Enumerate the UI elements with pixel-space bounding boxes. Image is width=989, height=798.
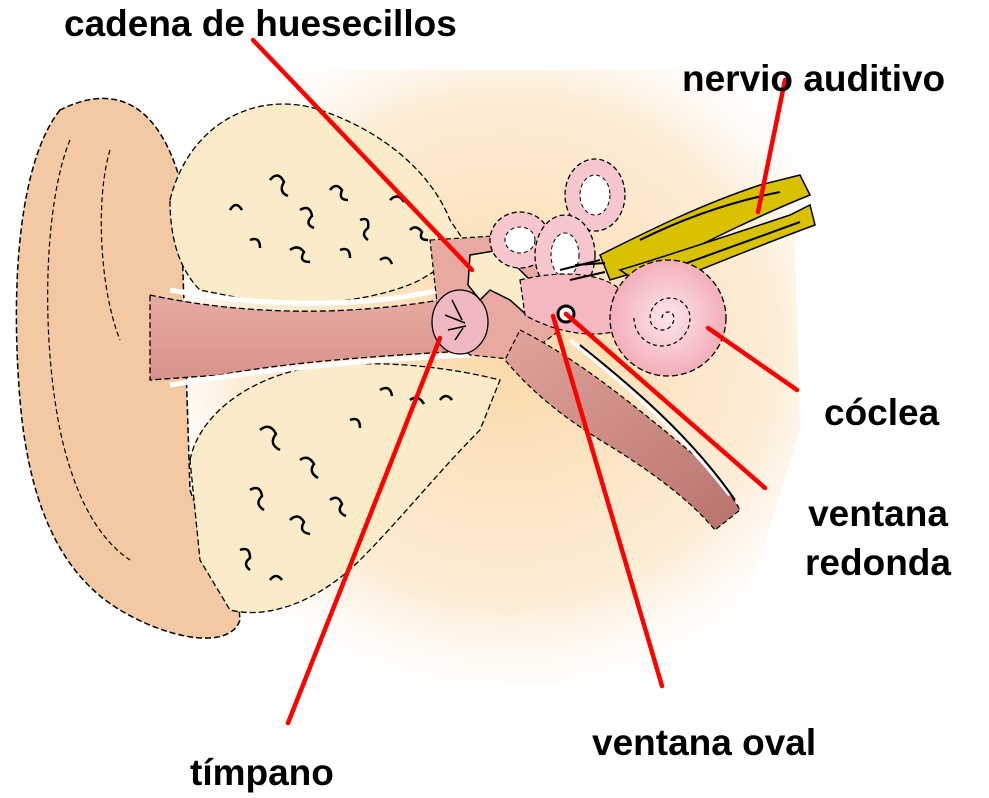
label-auditory-nerve: nervio auditivo: [682, 58, 945, 100]
label-cochlea: cóclea: [824, 392, 939, 434]
label-eardrum: tímpano: [190, 752, 334, 794]
label-oval-window: ventana oval: [592, 722, 816, 764]
label-ossicle-chain: cadena de huesecillos: [64, 3, 457, 45]
cochlea: [610, 260, 726, 376]
label-round-window-line2: redonda: [793, 542, 963, 584]
label-round-window: ventana redonda: [793, 493, 963, 584]
label-round-window-line1: ventana: [793, 493, 963, 535]
